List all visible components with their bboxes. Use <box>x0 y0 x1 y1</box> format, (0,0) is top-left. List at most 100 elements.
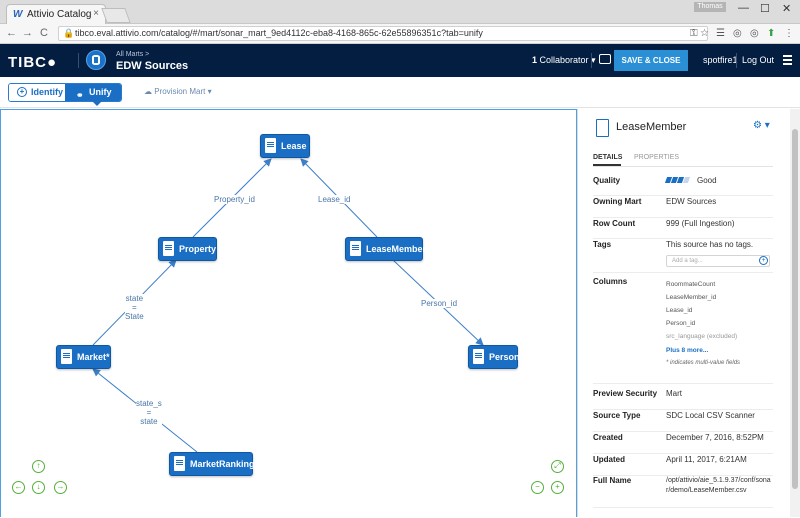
provision-mart-dropdown[interactable]: ☁ Provision Mart ▾ <box>144 87 212 96</box>
panel-title: LeaseMember <box>616 121 687 133</box>
node-lease[interactable]: Lease <box>260 134 310 158</box>
field-label: Columns <box>593 277 628 286</box>
maximize-icon[interactable]: ☐ <box>760 3 770 15</box>
save-close-button[interactable]: SAVE & CLOSE <box>614 50 688 71</box>
reload-icon[interactable]: C <box>40 27 48 39</box>
mart-name: EDW Sources <box>116 60 189 72</box>
field-columns: Columns <box>593 277 773 384</box>
field-value: EDW Sources <box>666 197 717 206</box>
field-source-type: Source Type SDC Local CSV Scanner <box>593 411 773 432</box>
lock-icon: 🔒 <box>63 28 75 38</box>
edge-label-line: State <box>125 312 144 321</box>
minimize-icon[interactable]: — <box>738 2 749 14</box>
browser-menu-icon[interactable]: ⋮ <box>784 28 794 39</box>
hierarchy-icon: ⚭ <box>76 90 84 100</box>
tab-properties[interactable]: PROPERTIES <box>634 154 679 161</box>
field-label: Full Name <box>593 476 632 485</box>
field-label: Tags <box>593 240 612 249</box>
collaborator-dropdown[interactable]: 1 Collaborator ▾ <box>532 55 596 66</box>
header-divider <box>736 53 737 68</box>
tab-close-icon[interactable]: × <box>93 8 99 19</box>
edge-label: Lease_id <box>318 195 351 204</box>
chat-icon[interactable] <box>599 54 611 64</box>
collaborator-count: 1 <box>532 55 538 65</box>
pan-up-icon[interactable]: ↑ <box>32 460 45 473</box>
node-property[interactable]: Property <box>158 237 217 261</box>
url-input[interactable]: 🔒 tibco.eval.attivio.com/catalog/#/mart/… <box>58 26 708 41</box>
field-value: Good <box>697 176 717 185</box>
extension-icon[interactable]: ◎ <box>750 28 759 39</box>
gear-icon[interactable]: ⚙ ▾ <box>753 120 770 131</box>
quality-bar <box>664 177 692 183</box>
url-text: tibco.eval.attivio.com/catalog/#/mart/so… <box>75 28 483 38</box>
close-window-icon[interactable]: ✕ <box>782 3 792 15</box>
zoom-in-icon[interactable]: + <box>551 481 564 494</box>
zoom-out-icon[interactable]: − <box>531 481 544 494</box>
field-value: 999 (Full Ingestion) <box>666 219 735 228</box>
unify-tab[interactable]: ⚭ Unify <box>65 84 121 101</box>
breadcrumb-all-marts[interactable]: All Marts > <box>116 51 150 58</box>
panel-scrollbar[interactable] <box>790 109 800 517</box>
graph-canvas[interactable]: Property_id Lease_id state = State Perso… <box>0 109 577 517</box>
field-label: Quality <box>593 176 621 185</box>
field-updated: Updated April 11, 2017, 6:21AM <box>593 455 773 476</box>
forward-icon[interactable]: → <box>22 27 33 39</box>
fit-to-screen-icon[interactable]: ⤢ <box>551 460 564 473</box>
edge-label-line: = <box>146 408 152 417</box>
field-label: Owning Mart <box>593 197 642 206</box>
mode-switch: + Identify ⚭ Unify <box>8 83 122 102</box>
browser-tab[interactable]: W Attivio Catalog × <box>6 4 106 25</box>
field-label: Updated <box>593 455 625 464</box>
user-name[interactable]: spotfire1 <box>703 55 738 65</box>
edge-label-line: state <box>140 417 158 426</box>
database-icon <box>86 50 106 70</box>
extension-icon[interactable]: ☰ <box>716 28 725 39</box>
identify-label: Identify <box>31 87 64 97</box>
add-tag-input[interactable]: Add a tag... <box>666 255 770 267</box>
multi-value-note: * indicates multi-value fields <box>666 360 741 366</box>
column-item: src_language (excluded) <box>666 333 738 340</box>
plus-more-link[interactable]: Plus 8 more... <box>666 347 709 354</box>
pan-down-icon[interactable]: ↓ <box>32 481 45 494</box>
field-row-count: Row Count 999 (Full Ingestion) <box>593 219 773 239</box>
header-divider <box>591 53 592 68</box>
back-icon[interactable]: ← <box>6 27 17 39</box>
browser-tab-bar: W Attivio Catalog × Thomas — ☐ ✕ <box>0 0 800 25</box>
app-header: TIBC● All Marts > EDW Sources 1 Collabor… <box>0 44 800 77</box>
add-tag-plus-icon[interactable]: + <box>759 256 768 265</box>
scrollbar-thumb[interactable] <box>792 129 798 489</box>
tibco-logo[interactable]: TIBC● <box>8 54 58 71</box>
node-label: Person <box>489 352 520 362</box>
node-marketrankings[interactable]: MarketRankings <box>169 452 260 476</box>
upload-icon[interactable]: ⬆ <box>767 28 776 39</box>
extension-icon[interactable]: ◎ <box>733 28 742 39</box>
browser-user-chip[interactable]: Thomas <box>694 2 726 12</box>
csv-file-icon <box>174 456 185 471</box>
pan-right-icon[interactable]: → <box>54 481 67 494</box>
key-icon[interactable]: ⚿ <box>690 28 698 39</box>
tab-divider <box>593 166 773 167</box>
tab-details[interactable]: DETAILS <box>593 154 623 161</box>
node-person[interactable]: Person <box>468 345 520 369</box>
plus-circle-icon: + <box>17 87 27 97</box>
bookmark-star-icon[interactable]: ☆ <box>700 28 709 39</box>
node-leasemember[interactable]: LeaseMember <box>345 237 426 261</box>
pan-left-icon[interactable]: ← <box>12 481 25 494</box>
new-tab-button[interactable] <box>101 8 131 23</box>
field-value: Mart <box>666 389 682 398</box>
field-tags: Tags This source has no tags. <box>593 240 773 273</box>
tab-title: Attivio Catalog <box>27 9 92 20</box>
logout-link[interactable]: Log Out <box>742 55 775 65</box>
node-market[interactable]: Market* <box>56 345 111 369</box>
field-owning-mart: Owning Mart EDW Sources <box>593 197 773 218</box>
hamburger-menu-icon[interactable] <box>783 55 792 65</box>
column-item: LeaseMember_id <box>666 294 717 301</box>
edge-label: state = State <box>125 294 144 321</box>
column-item: RoommateCount <box>666 281 716 288</box>
field-value: SDC Local CSV Scanner <box>666 411 755 420</box>
edge-label-line: = <box>132 303 137 312</box>
identify-tab[interactable]: + Identify <box>9 84 65 101</box>
field-preview-security: Preview Security Mart <box>593 389 773 410</box>
toolbar: + Identify ⚭ Unify ☁ Provision Mart ▾ <box>0 77 800 108</box>
node-label: Property <box>179 244 217 254</box>
